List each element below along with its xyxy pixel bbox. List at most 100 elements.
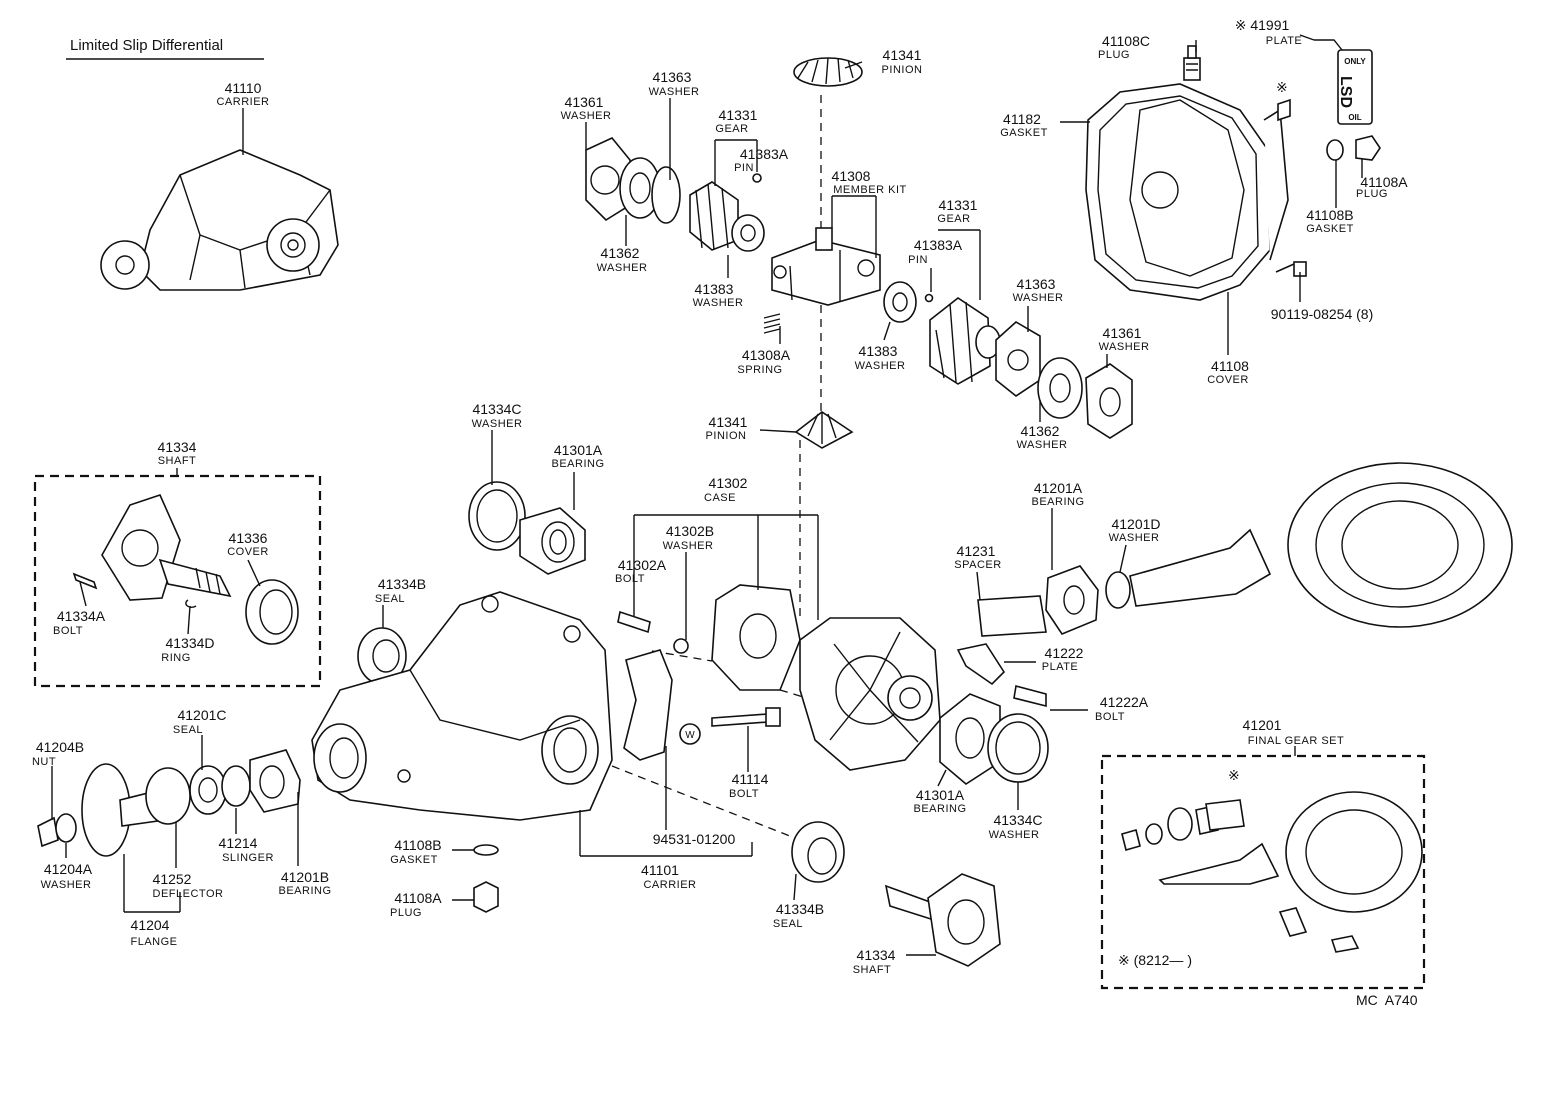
part-name-41108C: PLUG (1098, 49, 1130, 61)
label-tag-icon (1277, 98, 1291, 122)
member-kit-icon (771, 227, 881, 306)
part-number-41334-lower: 41334 (857, 947, 896, 963)
part-name-41334-kit: SHAFT (158, 455, 197, 467)
part-name-41182: GASKET (1000, 127, 1048, 139)
part-name-41204A: WASHER (41, 879, 92, 891)
thrust-washer-center-icon (883, 281, 917, 323)
part-name-41334C-top: WASHER (472, 418, 523, 430)
pinion-gear-bottom-icon (794, 411, 854, 449)
part-number-41341-bottom: 41341 (709, 414, 748, 430)
drain-plug-top-icon (1183, 45, 1201, 81)
part-name-41114: BOLT (729, 788, 759, 800)
part-number-41114: 41114 (732, 771, 769, 787)
part-number-41108B-lower: 41108B (394, 837, 441, 853)
part-number-41336: 41336 (229, 530, 268, 546)
part-name-41334A: BOLT (53, 625, 83, 637)
part-name-41361-left: WASHER (561, 110, 612, 122)
carrier-assembly-icon (100, 149, 339, 291)
part-name-41201A: BEARING (1031, 496, 1084, 508)
part-name-41341-bottom: PINION (706, 430, 747, 442)
part-number-41108: 41108 (1211, 358, 1249, 374)
part-name-41363-right: WASHER (1013, 292, 1064, 304)
part-number-41222A: 41222A (1100, 694, 1149, 710)
cover-bolt-icon (1275, 261, 1307, 277)
part-number-90119: 90119-08254 (8) (1271, 306, 1373, 322)
final-gear-set-icon (1121, 791, 1423, 953)
part-number-41308: 41308 (832, 168, 871, 184)
main-carrier-housing-icon (311, 591, 613, 821)
tag-mark: ※ (1276, 79, 1288, 95)
part-number-41302: 41302 (709, 475, 748, 491)
part-number-41302B: 41302B (666, 523, 714, 539)
footnote-date: ※ (8212— ) (1118, 952, 1192, 968)
part-name-41204B: NUT (32, 756, 56, 768)
part-name-41334C-lower: WASHER (989, 829, 1040, 841)
part-number-41302A: 41302A (618, 557, 667, 573)
part-name-41214: SLINGER (222, 852, 274, 864)
part-name-41334D: RING (161, 652, 191, 664)
lsd-plate-icon: ONLY LSD OIL (1314, 39, 1373, 125)
diagram-title: Limited Slip Differential (70, 37, 223, 54)
final-gear-set-box (1100, 754, 1426, 990)
part-number-41334B-lower: 41334B (776, 901, 824, 917)
part-name-41341-top: PINION (882, 64, 923, 76)
part-name-41108: COVER (1207, 374, 1249, 386)
part-number-41363-right: 41363 (1017, 276, 1056, 292)
washer-bearing-top-icon (468, 481, 586, 575)
part-name-41363-left: WASHER (649, 86, 700, 98)
part-number-41201B: 41201B (281, 869, 329, 885)
part-number-41204A: 41204A (44, 861, 93, 877)
part-name-41362-right: WASHER (1017, 439, 1068, 451)
part-number-41383A-right: 41383A (914, 237, 963, 253)
part-number-41362-left: 41362 (601, 245, 640, 261)
part-number-94531: 94531-01200 (653, 831, 736, 847)
pin-right-icon (924, 293, 934, 303)
part-number-41341-top: 41341 (883, 47, 922, 63)
part-name-41383A-left: PIN (734, 162, 754, 174)
part-number-41108A-lower: 41108A (394, 890, 442, 906)
part-name-41110: CARRIER (216, 96, 269, 108)
part-number-41110: 41110 (225, 80, 262, 96)
part-number-41252: 41252 (153, 871, 192, 887)
part-number-41334-kit: 41334 (158, 439, 197, 455)
part-number-41361-left: 41361 (565, 94, 604, 110)
part-number-41222: 41222 (1045, 645, 1084, 661)
part-number-41101: 41101 (641, 862, 679, 878)
part-number-41334C-top: 41334C (472, 401, 521, 417)
filler-plug-lower-icon (473, 881, 499, 913)
part-name-41383-right: WASHER (855, 360, 906, 372)
part-name-41308A: SPRING (737, 364, 782, 376)
part-number-41334C-lower: 41334C (993, 812, 1042, 828)
part-name-41361-right: WASHER (1099, 341, 1150, 353)
part-name-41308: MEMBER KIT (833, 184, 906, 196)
part-number-41108B-right: 41108B (1306, 207, 1353, 223)
part-name-41302A: BOLT (615, 573, 645, 585)
part-number-41363-left: 41363 (653, 69, 692, 85)
part-number-41214: 41214 (219, 835, 258, 851)
plate-text-top: ONLY (1344, 57, 1366, 66)
part-number-41334B-top: 41334B (378, 576, 426, 592)
part-number-41331-right: 41331 (939, 197, 978, 213)
part-name-41108B-right: GASKET (1306, 223, 1354, 235)
pinion-gear-top-icon (793, 57, 863, 87)
part-number-41201C: 41201C (177, 707, 226, 723)
part-number-41108A-right: 41108A (1360, 174, 1408, 190)
part-number-41201A: 41201A (1034, 480, 1083, 496)
part-name-41231: SPACER (954, 559, 1001, 571)
part-name-41991: PLATE (1266, 35, 1303, 47)
part-number-41301A-top: 41301A (554, 442, 603, 458)
part-number-41231: 41231 (957, 543, 996, 559)
part-number-41362-right: 41362 (1021, 423, 1060, 439)
side-gear-set-left-icon (585, 137, 765, 252)
axle-shaft-flange-icon (884, 873, 1001, 967)
part-name-41201D: WASHER (1109, 532, 1160, 544)
lock-plate-icon (956, 643, 1047, 708)
part-name-41101: CARRIER (643, 879, 696, 891)
part-name-41334B-top: SEAL (375, 593, 405, 605)
part-name-41252: DEFLECTOR (153, 888, 224, 900)
part-name-41331-right: GEAR (937, 213, 970, 225)
part-name-41302: CASE (704, 492, 736, 504)
part-number-41204B: 41204B (36, 739, 84, 755)
